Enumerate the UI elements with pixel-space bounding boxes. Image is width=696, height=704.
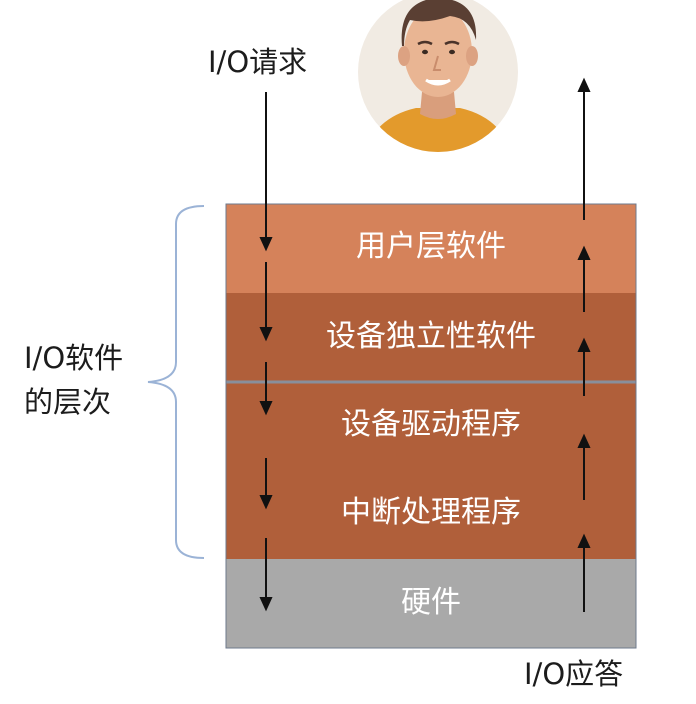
face	[404, 7, 472, 97]
hardware-layer-block	[226, 559, 636, 648]
right-ear	[466, 46, 478, 66]
left-brow	[417, 40, 433, 46]
response-arrowhead	[577, 533, 591, 548]
right-eye	[449, 49, 455, 55]
layer-label-device-driver: 设备驱动程序	[341, 407, 521, 442]
mouth	[425, 78, 451, 86]
layer-label-user: 用户层软件	[356, 229, 506, 264]
left-ear	[398, 46, 410, 66]
request-arrows	[259, 92, 273, 612]
response-arrowhead	[577, 245, 591, 260]
layer-stack-border	[225, 203, 637, 649]
response-arrowhead	[577, 77, 591, 92]
request-arrowhead	[259, 495, 273, 510]
layer-label-interrupt-handler: 中断处理程序	[341, 495, 521, 530]
response-arrowhead	[577, 337, 591, 352]
left-eye	[422, 49, 428, 55]
request-arrowhead	[259, 597, 273, 612]
hierarchy-brace	[147, 205, 205, 559]
layer-label-hardware: 硬件	[401, 585, 461, 620]
request-arrowhead	[259, 237, 273, 252]
nose	[432, 55, 441, 71]
neck	[420, 92, 456, 119]
io-response-label: I/O应答	[524, 657, 624, 691]
user-layer-block	[226, 204, 636, 293]
hair	[401, 0, 477, 46]
person-avatar	[358, 0, 518, 152]
response-arrowhead	[577, 433, 591, 448]
driver-interrupt-layer-block	[226, 383, 636, 559]
request-arrowhead	[259, 327, 273, 342]
hierarchy-label-line2: 的层次	[24, 385, 112, 419]
hierarchy-label-line1: I/O软件	[24, 341, 124, 375]
device-independent-layer-block	[226, 293, 636, 383]
io-request-label: I/O请求	[208, 45, 308, 79]
request-arrowhead	[259, 401, 273, 416]
response-arrows	[577, 77, 591, 612]
layer-label-device-independent: 设备独立性软件	[326, 319, 536, 354]
layer-stack	[225, 203, 637, 649]
right-brow	[444, 40, 460, 46]
